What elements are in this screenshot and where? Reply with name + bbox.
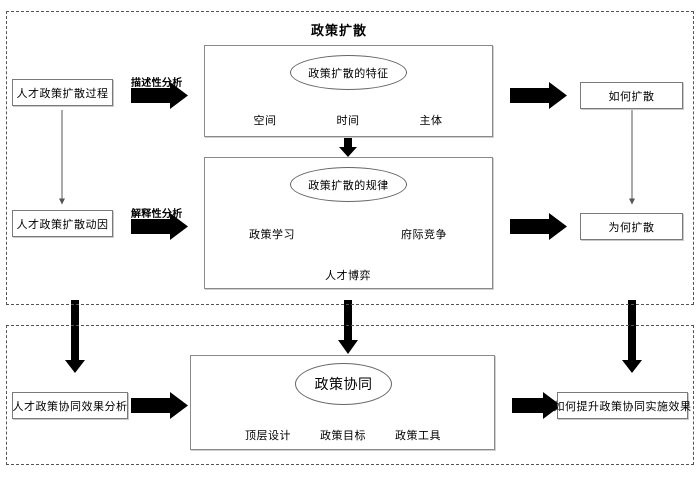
left-box-process-label: 人才政策扩散过程 xyxy=(16,86,109,100)
block-arrow-to-coordination xyxy=(131,392,188,419)
leaf-features-0: 空间 xyxy=(253,114,277,127)
block-arrow-to-how-improve xyxy=(512,392,561,419)
right-box-how-diffuse[interactable]: 如何扩散 xyxy=(580,82,683,109)
diagram-title: 政策扩散 xyxy=(311,24,368,39)
left-box-motivation[interactable]: 人才政策扩散动因 xyxy=(12,210,113,237)
block-arrow-left-section-bridge xyxy=(65,300,85,373)
arrow-caption-explanatory: 解释性分析 xyxy=(131,209,183,220)
right-box-how-diffuse-label: 如何扩散 xyxy=(608,89,655,103)
block-arrow-to-why-diffuse xyxy=(510,213,567,240)
panel-features xyxy=(204,45,493,137)
lower-section-frame xyxy=(6,325,694,465)
block-arrow-descriptive xyxy=(131,82,188,109)
block-arrow-right-section-bridge xyxy=(622,300,642,373)
ellipse-laws[interactable]: 政策扩散的规律 xyxy=(290,167,407,202)
leaf-features-1: 时间 xyxy=(336,114,360,127)
leaf-coordination-0: 顶层设计 xyxy=(245,429,291,442)
block-arrow-explanatory xyxy=(131,213,188,240)
ellipse-features-label: 政策扩散的特征 xyxy=(308,66,389,80)
upper-section-frame xyxy=(6,11,694,305)
arrow-caption-descriptive: 描述性分析 xyxy=(131,78,183,89)
leaf-coordination-2: 政策工具 xyxy=(395,429,441,442)
left-box-motivation-label: 人才政策扩散动因 xyxy=(16,217,109,231)
leaf-laws-1: 府际竞争 xyxy=(401,228,447,241)
ellipse-features[interactable]: 政策扩散的特征 xyxy=(290,55,407,90)
ellipse-coordination-label: 政策协同 xyxy=(314,377,373,393)
left-box-synergy-effect-label: 人才政策协同效果分析 xyxy=(12,399,128,413)
right-box-how-improve-label: 如何提升政策协同实施效果 xyxy=(553,399,692,413)
block-arrow-features-to-laws xyxy=(339,138,357,157)
ellipse-coordination[interactable]: 政策协同 xyxy=(295,363,392,405)
leaf-coordination-1: 政策目标 xyxy=(320,429,366,442)
ellipse-laws-label: 政策扩散的规律 xyxy=(308,178,389,192)
leaf-features-2: 主体 xyxy=(419,114,443,127)
right-box-how-improve[interactable]: 如何提升政策协同实施效果 xyxy=(554,392,691,419)
block-arrow-to-how-diffuse xyxy=(510,82,567,109)
right-box-why-diffuse-label: 为何扩散 xyxy=(608,220,655,234)
leaf-laws-0: 政策学习 xyxy=(249,228,295,241)
left-box-synergy-effect[interactable]: 人才政策协同效果分析 xyxy=(12,392,128,419)
block-arrow-center-section-bridge xyxy=(338,300,358,354)
leaf-laws-bottom: 人才博弈 xyxy=(325,269,371,282)
left-box-process[interactable]: 人才政策扩散过程 xyxy=(12,79,113,106)
right-box-why-diffuse[interactable]: 为何扩散 xyxy=(580,213,683,240)
